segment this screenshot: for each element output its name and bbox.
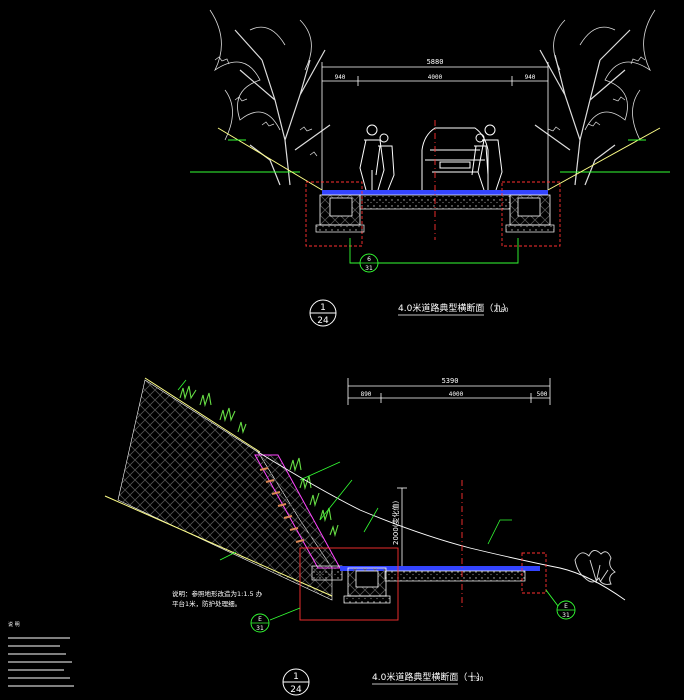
dim-left-bottom: 890 [361, 391, 372, 398]
callout-bottom-right [545, 589, 576, 620]
dim-total-bottom: 5390 [442, 377, 459, 385]
callout-bottom-left-sheet: 31 [256, 625, 264, 632]
section-scale-top: 1:50 [495, 307, 509, 314]
section-label-top-num: 1 [320, 303, 326, 313]
dim-total-top: 5880 [427, 58, 444, 66]
callout-top [349, 238, 519, 273]
section-label-top-sheet: 24 [317, 316, 329, 326]
tree-left [209, 9, 331, 186]
callout-top-sheet: 31 [365, 265, 373, 272]
dimension-lines-bottom [347, 378, 551, 570]
callout-bottom-left-num: E [258, 616, 262, 623]
grass-clumps [179, 385, 339, 538]
callout-bottom-left [250, 607, 301, 633]
shrub-right [574, 550, 616, 585]
ground-lines-top [190, 127, 670, 191]
notes-heading: 说 明 [8, 621, 20, 628]
callout-top-num: 6 [367, 256, 371, 263]
dim-middle-bottom: 4000 [449, 391, 464, 398]
dim-right-bottom: 500 [537, 391, 548, 398]
curb-detail-right [501, 181, 561, 247]
notes-lines [8, 637, 74, 687]
section-label-bottom-sheet: 24 [290, 685, 302, 695]
elevation-label: 2000(变化值) [391, 500, 400, 545]
detail-box-right [521, 552, 547, 594]
curb-detail-left [305, 181, 365, 247]
dim-left-top: 940 [335, 74, 346, 81]
note-text: 说明：参照地形改造为1:1.5 办 平台1米，防护处理细。 [172, 589, 264, 608]
section-scale-bottom: 1:50 [470, 676, 484, 683]
tree-right [534, 9, 656, 186]
callout-bottom-right-num: E [564, 603, 568, 610]
section-top: 5880 940 4000 940 [190, 9, 670, 327]
section-title-top: 4.0米道路典型横断面（九） [398, 302, 511, 314]
natural-ground-line [257, 451, 626, 601]
callout-bottom-right-sheet: 31 [562, 612, 570, 619]
detail-box-left [299, 547, 399, 621]
section-bottom: 5390 890 4000 500 2000(变化值) E 31 [104, 377, 626, 696]
section-label-bottom-num: 1 [293, 672, 299, 682]
slope-line-lower [104, 495, 333, 597]
notes-block: 说 明 [8, 621, 74, 687]
pedestrians-and-car [359, 124, 503, 191]
slope-line-upper [144, 377, 261, 453]
dim-middle-top: 4000 [428, 74, 443, 81]
section-title-bottom: 4.0米道路典型横断面（十） [372, 671, 485, 683]
section-label-top [309, 299, 337, 327]
note-line-1: 说明：参照地形改造为1:1.5 办 [172, 589, 263, 598]
dim-right-top: 940 [525, 74, 536, 81]
road-pavement-bottom [340, 566, 540, 604]
section-label-bottom [282, 668, 310, 696]
retaining-wall [254, 454, 343, 581]
leader-lines [177, 379, 512, 561]
note-line-2: 平台1米，防护处理细。 [172, 599, 241, 608]
dimension-lines-top [321, 62, 549, 190]
